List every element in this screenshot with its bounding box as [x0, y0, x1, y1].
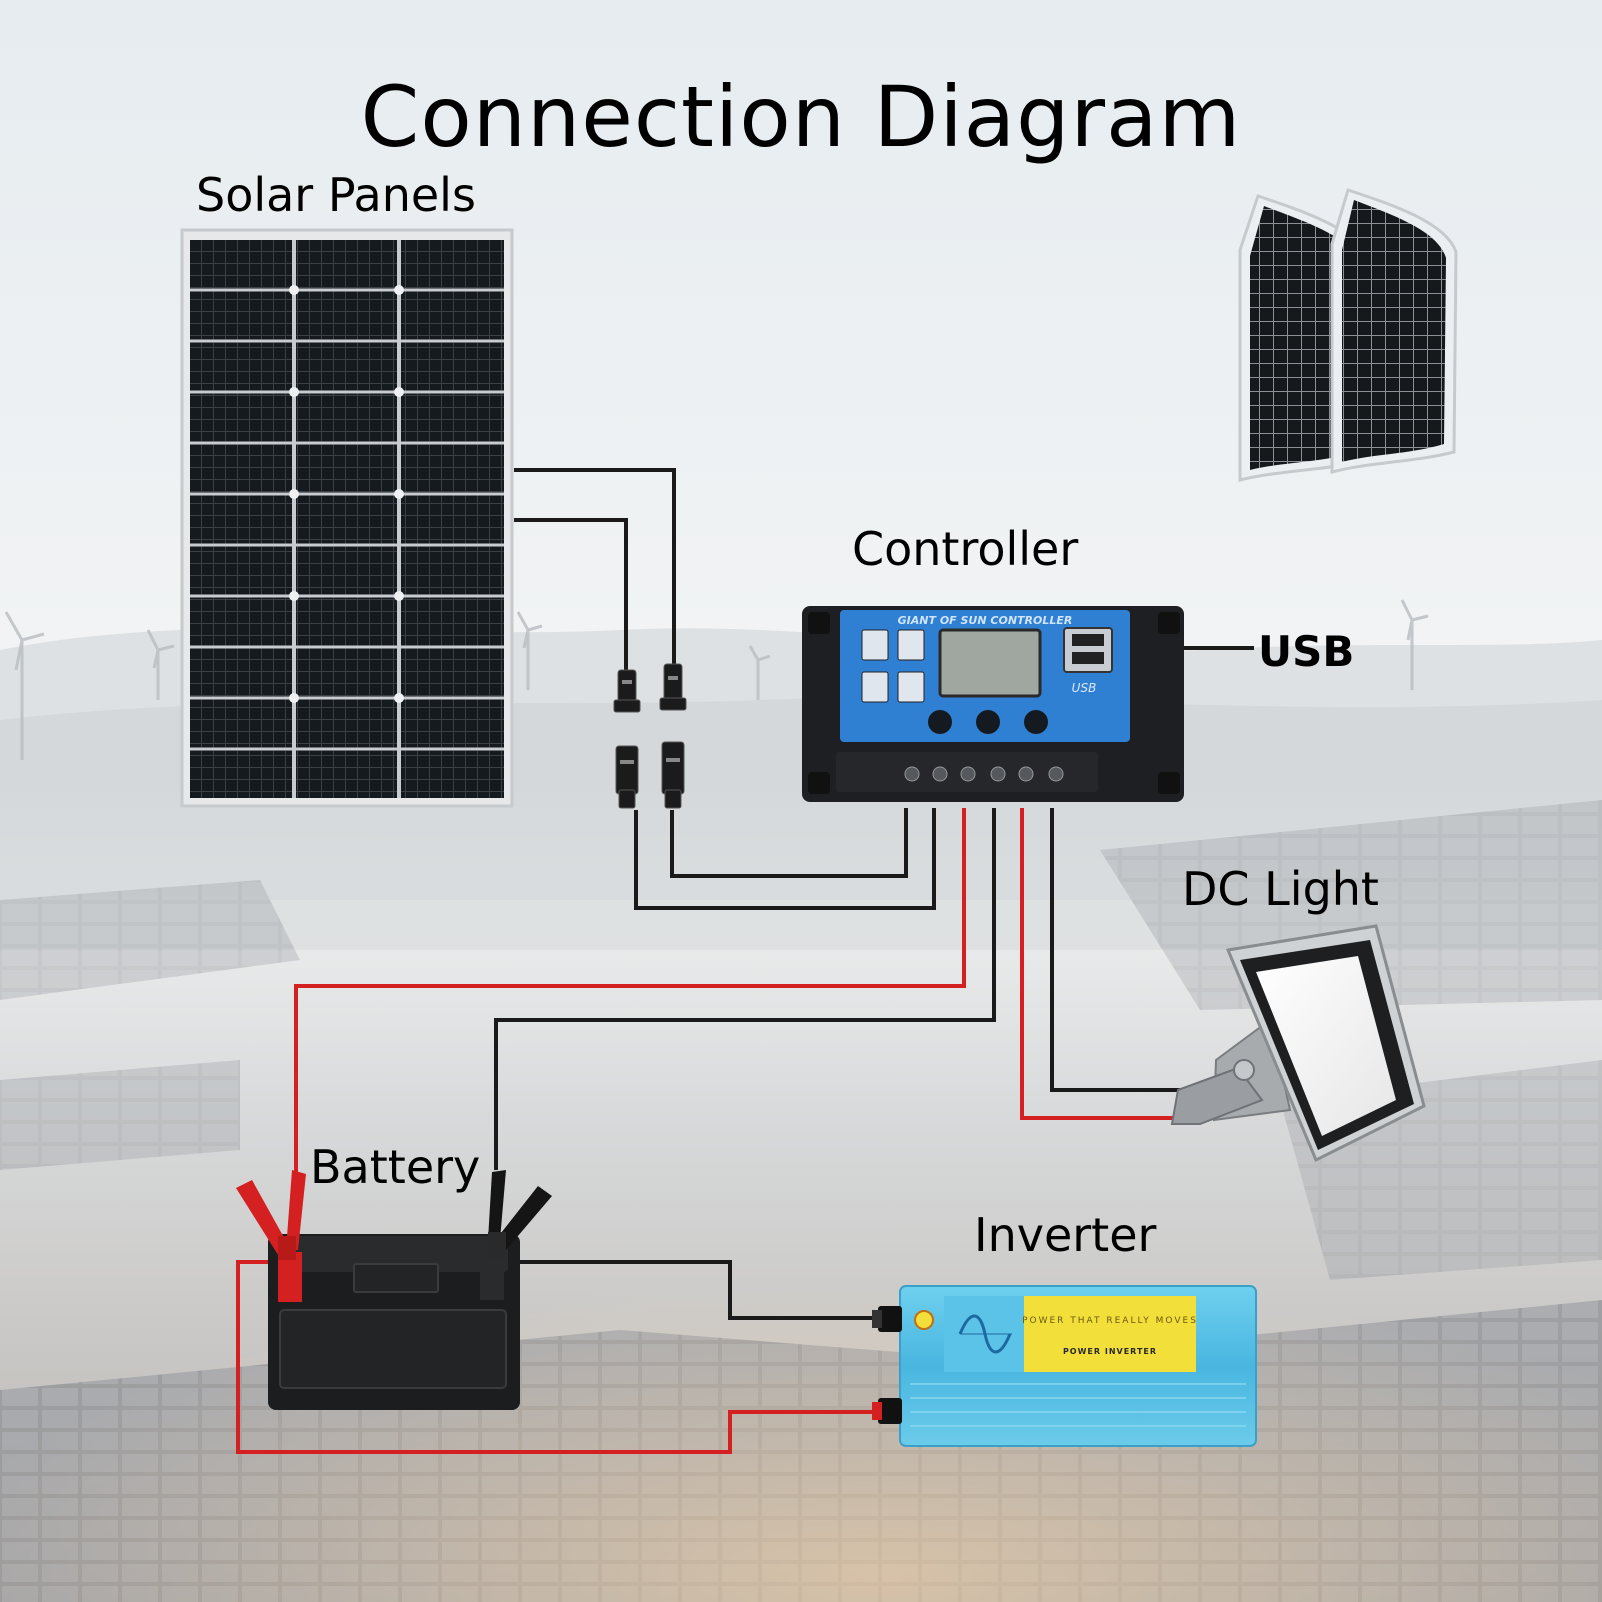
solar-panel [180, 228, 514, 808]
controller-usb-text: USB [1072, 681, 1097, 695]
label-inverter: Inverter [974, 1208, 1157, 1262]
wind-turbines [4, 599, 1429, 760]
black-clip [488, 1170, 552, 1258]
inverter-negative-terminal [878, 1306, 902, 1332]
dc-flood-light [1170, 924, 1426, 1163]
inverter-slogan-text: POWER THAT REALLY MOVES [1022, 1316, 1198, 1326]
panel-row-dividers [190, 288, 504, 751]
controller-buttons [928, 710, 1048, 734]
red-clip [236, 1170, 306, 1260]
charge-controller [802, 606, 1184, 802]
battery-positive-terminal [278, 1252, 302, 1302]
label-solar-panels: Solar Panels [196, 168, 476, 222]
label-usb: USB [1258, 627, 1355, 676]
inverter-positive-terminal [878, 1398, 902, 1424]
battery-negative-terminal [480, 1250, 504, 1300]
solar-wires [514, 468, 936, 910]
battery-inverter-wires [236, 1260, 884, 1454]
label-controller: Controller [852, 522, 1079, 576]
controller-lcd [938, 628, 1042, 698]
power-inverter [872, 1285, 1257, 1447]
label-dc-light: DC Light [1182, 862, 1379, 916]
diagram-title: Connection Diagram [360, 68, 1242, 166]
flexible-solar-panels [1238, 188, 1458, 482]
battery [268, 1234, 520, 1410]
panel-cell-dots [289, 285, 404, 703]
controller-output-wires [294, 808, 1184, 1178]
label-battery: Battery [310, 1140, 481, 1194]
inverter-model-text: POWER INVERTER [1063, 1347, 1157, 1356]
controller-brand-text: GIANT OF SUN CONTROLLER [898, 614, 1073, 627]
mc4-connectors [613, 663, 687, 809]
battery-clips [236, 1170, 552, 1260]
controller-terminals [904, 766, 1064, 782]
